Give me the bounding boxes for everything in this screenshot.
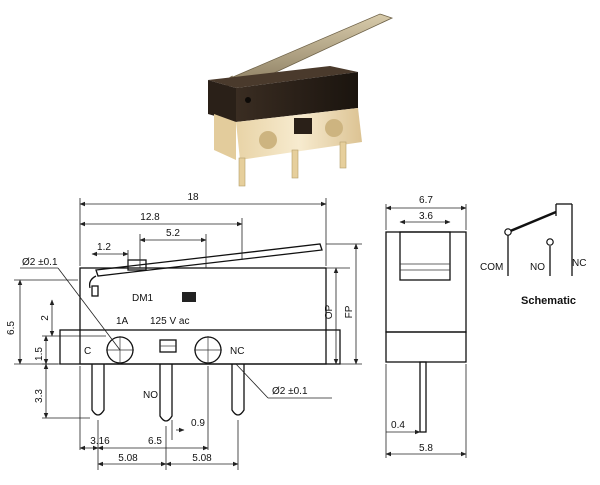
- ul-logo: [182, 292, 196, 302]
- dim-lever-span: 12.8: [140, 212, 160, 223]
- switch-base-outline: [59, 329, 341, 365]
- dim-pin-width: 0.9: [191, 418, 205, 429]
- no-contact: [546, 238, 554, 246]
- side-body-outline: [385, 231, 467, 333]
- dim-side-button: 3.6: [419, 211, 433, 222]
- dim-op: OP: [324, 304, 335, 319]
- front-view: 18 12.8 5.2 1.2 Ø2 ±0.1 DM1 1A 125 V ac …: [6, 192, 362, 470]
- dim-fp: FP: [344, 305, 355, 318]
- label-rating-voltage: 125 V ac: [150, 316, 189, 327]
- dim-height-total: 6.5: [6, 321, 17, 335]
- dim-base-width: 5.8: [419, 443, 433, 454]
- label-model: DM1: [132, 293, 154, 304]
- dim-side-width: 6.7: [419, 195, 433, 206]
- label-rating-current: 1A: [116, 316, 129, 327]
- com-contact: [504, 228, 512, 236]
- schematic-title: Schematic: [521, 295, 576, 307]
- dim-overall-length: 18: [187, 192, 199, 203]
- dim-offset-left: 1.2: [97, 242, 111, 253]
- pin-middle: [159, 364, 173, 422]
- pin-left: [91, 364, 105, 416]
- schematic-nc: NC: [572, 258, 586, 269]
- switch-photo: [208, 13, 394, 187]
- dim-left-pin-offset: 3.16: [90, 436, 110, 447]
- pin-right: [231, 364, 245, 416]
- dim-height-hole: 1.5: [34, 347, 45, 361]
- dim-pin-thickness: 0.4: [391, 420, 405, 431]
- dim-pin-pitch-left: 5.08: [118, 453, 138, 464]
- label-hole-top: Ø2 ±0.1: [22, 257, 58, 268]
- label-hole-bottom: Ø2 ±0.1: [272, 386, 308, 397]
- label-terminal-nc: NC: [230, 346, 244, 357]
- schematic-no: NO: [530, 262, 545, 273]
- label-terminal-no: NO: [143, 390, 158, 401]
- label-terminal-c: C: [84, 346, 91, 357]
- dim-pin-pitch-right: 5.08: [192, 453, 212, 464]
- dim-pin-length: 3.3: [34, 389, 45, 403]
- schematic-com: COM: [480, 262, 503, 273]
- side-pin: [419, 361, 427, 433]
- dim-mid-span: 6.5: [148, 436, 162, 447]
- lever-outline: [95, 243, 323, 277]
- dim-pin-spacing-top: 5.2: [166, 228, 180, 239]
- side-view: 6.7 3.6 0.4 5.8: [385, 195, 467, 458]
- schematic: COM NO NC Schematic: [480, 203, 586, 307]
- dim-height-hole-center: 2: [40, 315, 51, 321]
